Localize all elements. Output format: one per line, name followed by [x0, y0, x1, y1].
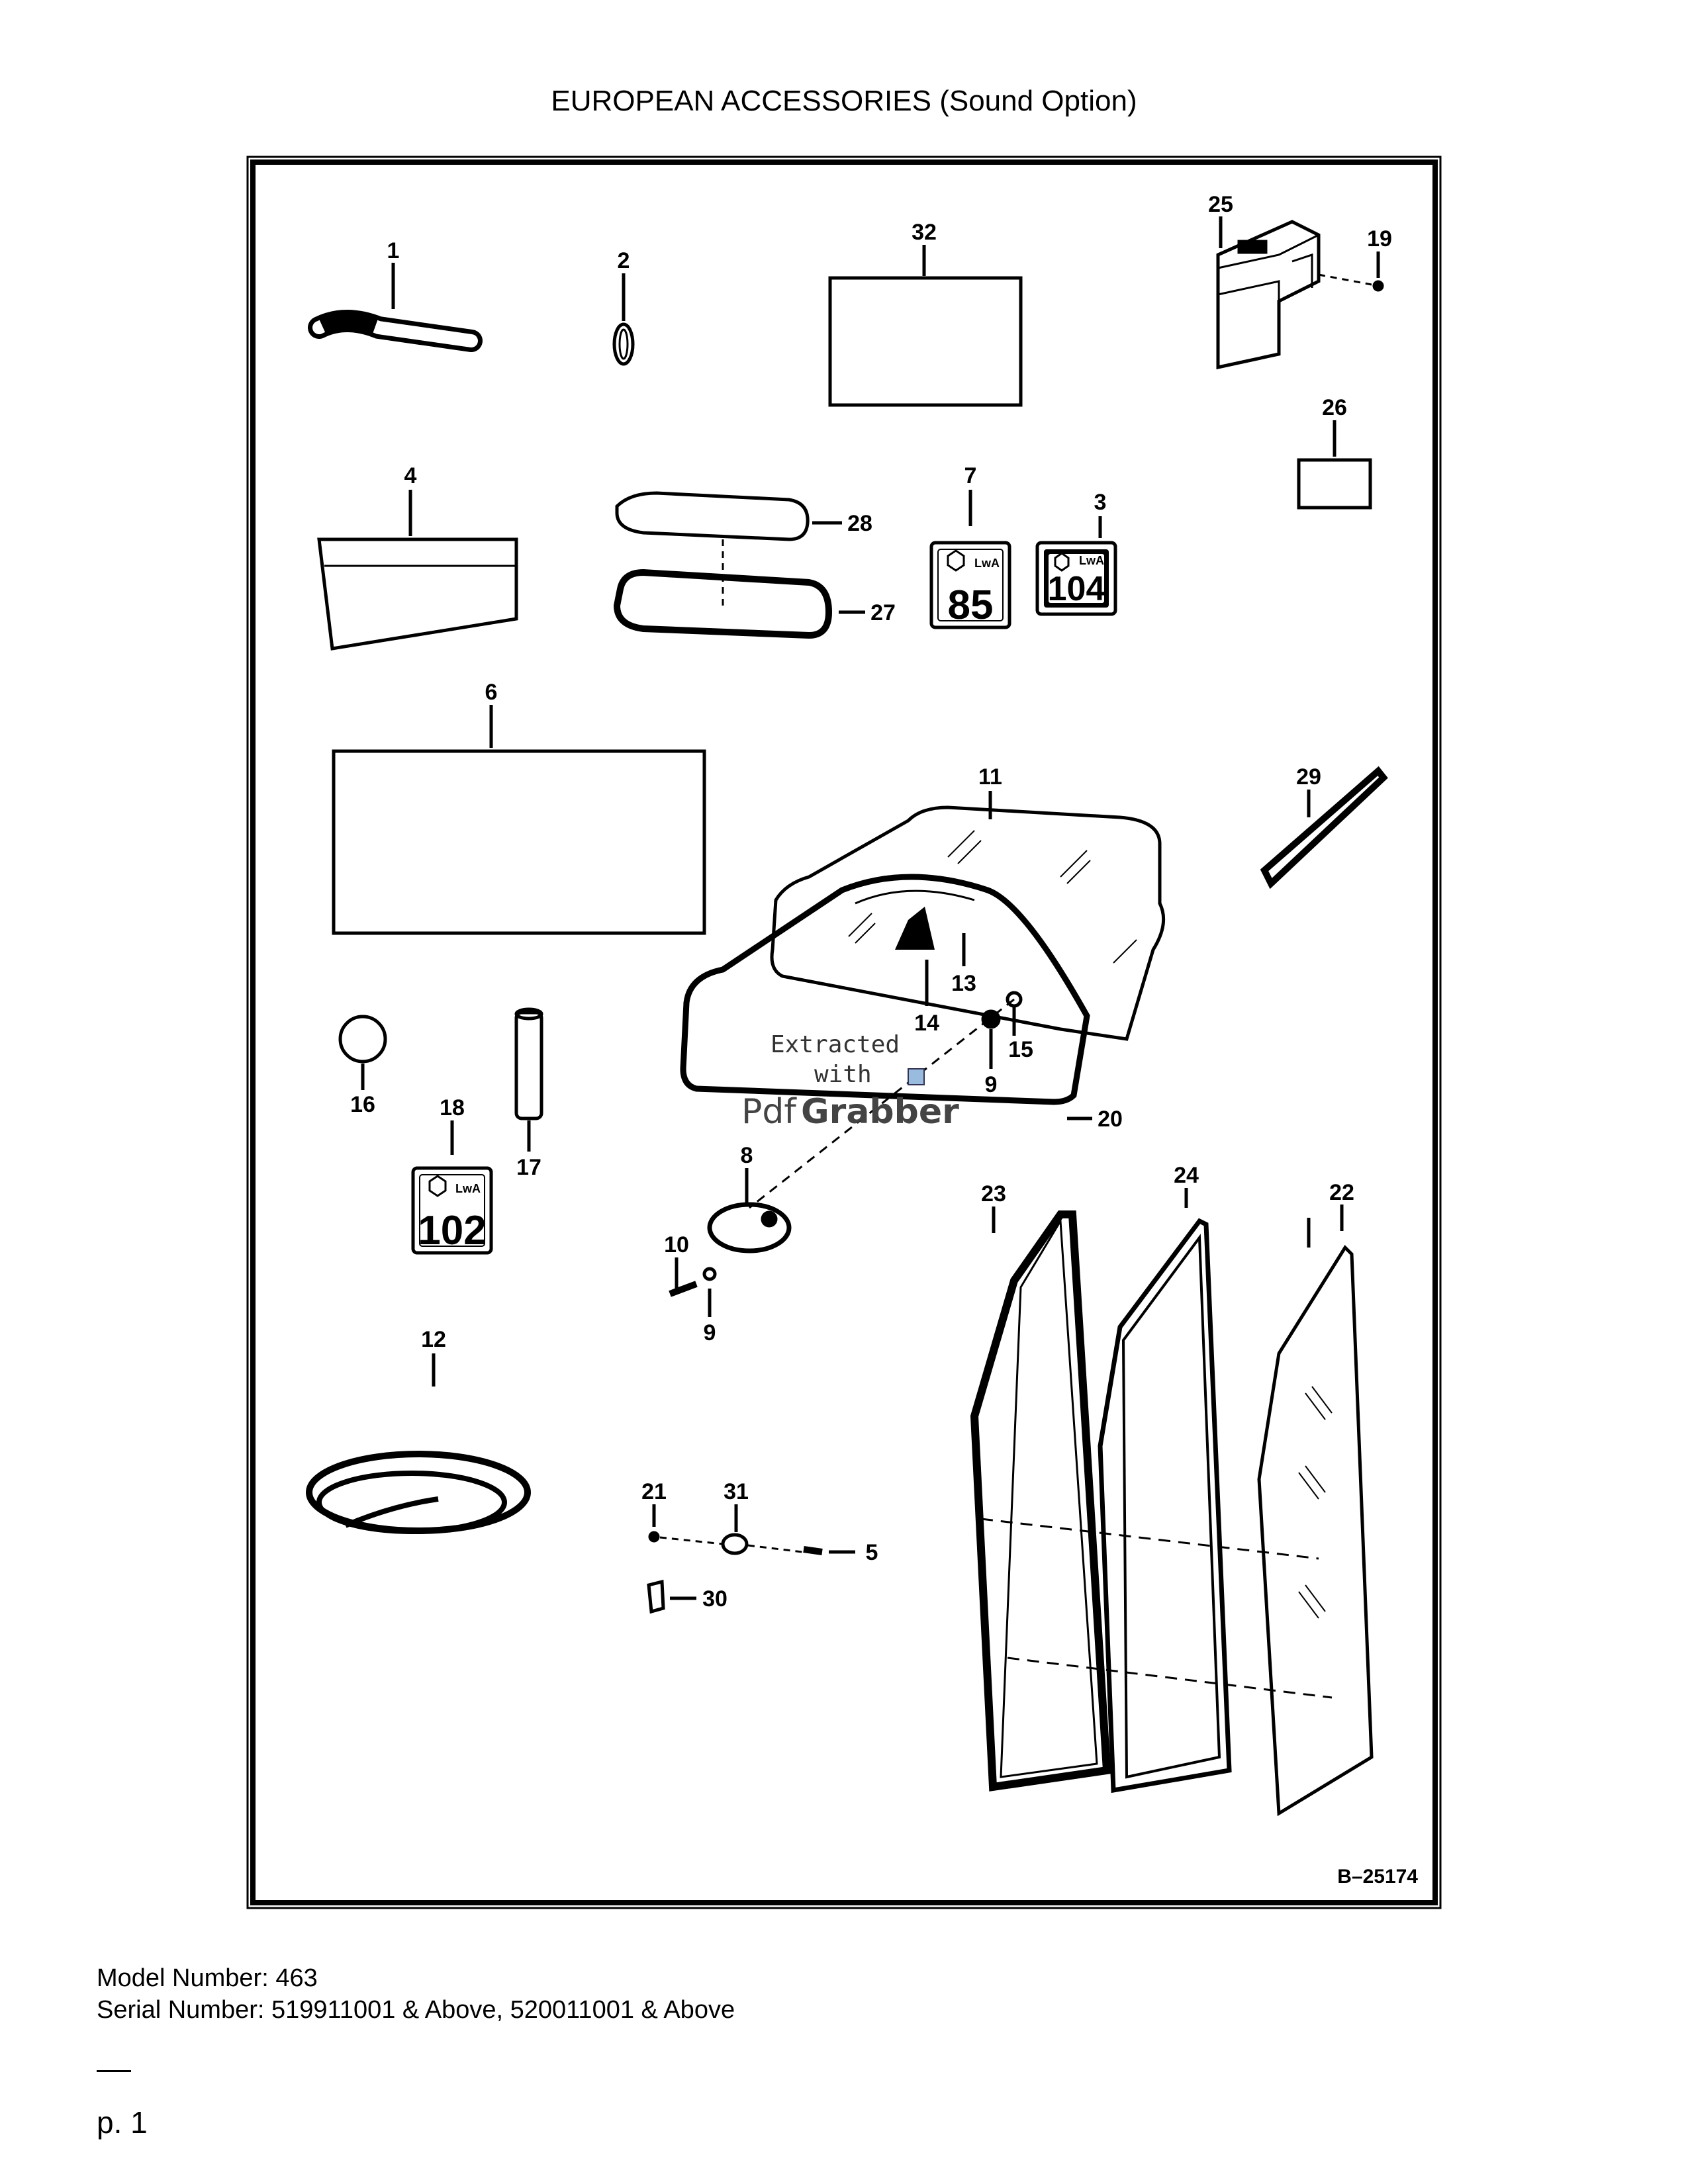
- part-label-27: 27: [870, 600, 896, 625]
- part-label-8: 8: [741, 1143, 753, 1168]
- part-label-28: 28: [847, 511, 872, 536]
- part-label-2: 2: [618, 248, 630, 273]
- part-label-24: 24: [1174, 1163, 1199, 1188]
- part-label-3: 3: [1094, 490, 1107, 515]
- decal-3-value: 104: [1048, 570, 1105, 608]
- part-label-6: 6: [485, 680, 498, 705]
- part-label-20: 20: [1098, 1107, 1123, 1132]
- model-number: Model Number: 463: [97, 1964, 318, 1992]
- part-label-9a: 9: [985, 1072, 998, 1097]
- part-32-plate: [828, 276, 1023, 407]
- part-12-cable: [306, 1451, 531, 1534]
- part-28-lid: [615, 491, 810, 606]
- part-20-seal: [680, 874, 1090, 1105]
- part-25-box: [1216, 220, 1384, 370]
- part-label-13: 13: [951, 971, 976, 996]
- part-4-wedge: [317, 537, 518, 651]
- part-label-32: 32: [912, 220, 937, 245]
- footer-divider: [97, 2070, 131, 2072]
- page-title: EUROPEAN ACCESSORIES (Sound Option): [551, 85, 1137, 117]
- part-29-bracket: [1260, 766, 1388, 889]
- part-24-glass-frame: [1098, 1218, 1232, 1794]
- decal-7-value: 85: [948, 582, 994, 628]
- part-23-glass-frame: [970, 1210, 1111, 1792]
- part-label-29: 29: [1296, 764, 1321, 790]
- part-22-glass: [1257, 1245, 1374, 1817]
- decal-18-value: 102: [418, 1208, 486, 1253]
- decal-3-unit: LwA: [1079, 554, 1104, 567]
- part-label-21: 21: [641, 1479, 667, 1504]
- part-label-9b: 9: [704, 1320, 716, 1345]
- part-8-ring: [669, 991, 1023, 1297]
- figure-code: B–25174: [1337, 1866, 1418, 1888]
- part-2-clamp: [612, 322, 635, 366]
- part-27-gasket: [613, 569, 833, 639]
- part-label-15: 15: [1008, 1037, 1033, 1062]
- parts-diagram: 1 2 3 4 5 6 7 8 9 9 10 11 12 13 14 15 16…: [246, 156, 1442, 1909]
- part-label-4: 4: [404, 463, 417, 488]
- part-label-17: 17: [516, 1155, 541, 1180]
- part-16-cap: [338, 1015, 387, 1064]
- part-label-19: 19: [1367, 226, 1392, 251]
- watermark-brand-a: Pdf: [741, 1092, 797, 1132]
- part-label-5: 5: [866, 1540, 878, 1565]
- part-label-12: 12: [421, 1327, 446, 1352]
- part-label-16: 16: [350, 1092, 375, 1117]
- part-26-label: [1297, 458, 1372, 510]
- watermark-line2: with: [814, 1061, 872, 1088]
- part-label-18: 18: [440, 1095, 465, 1120]
- part-label-23: 23: [981, 1181, 1006, 1206]
- part-label-30: 30: [702, 1586, 727, 1612]
- part-17-tube: [514, 1007, 543, 1120]
- part-7-decal: [929, 541, 1011, 629]
- part-label-22: 22: [1329, 1180, 1354, 1205]
- part-label-1: 1: [387, 238, 400, 263]
- part-label-25: 25: [1208, 192, 1233, 217]
- diagram-frame: [246, 156, 1442, 1909]
- part-label-11: 11: [978, 764, 1002, 790]
- part-18-decal: [411, 1166, 493, 1255]
- part-11-window: [770, 805, 1166, 1041]
- serial-number: Serial Number: 519911001 & Above, 520011…: [97, 1996, 735, 2024]
- part-6-panel: [332, 749, 706, 935]
- part-label-10: 10: [664, 1232, 689, 1257]
- part-label-26: 26: [1322, 395, 1347, 420]
- part-label-14: 14: [914, 1011, 939, 1036]
- part-31-knob: [647, 1531, 823, 1614]
- page-number: p. 1: [97, 2105, 148, 2140]
- part-label-31: 31: [724, 1479, 749, 1504]
- decal-18-unit: LwA: [455, 1182, 481, 1195]
- decal-7-unit: LwA: [974, 557, 1000, 570]
- watermark-brand-b: Grabber: [801, 1092, 959, 1132]
- part-3-decal: [1035, 541, 1117, 616]
- watermark-icon: [908, 1068, 925, 1085]
- diagram-frame-inner: [250, 159, 1438, 1905]
- part-1-hose: [308, 310, 483, 352]
- part-label-7: 7: [964, 463, 977, 488]
- watermark-line1: Extracted: [771, 1031, 900, 1058]
